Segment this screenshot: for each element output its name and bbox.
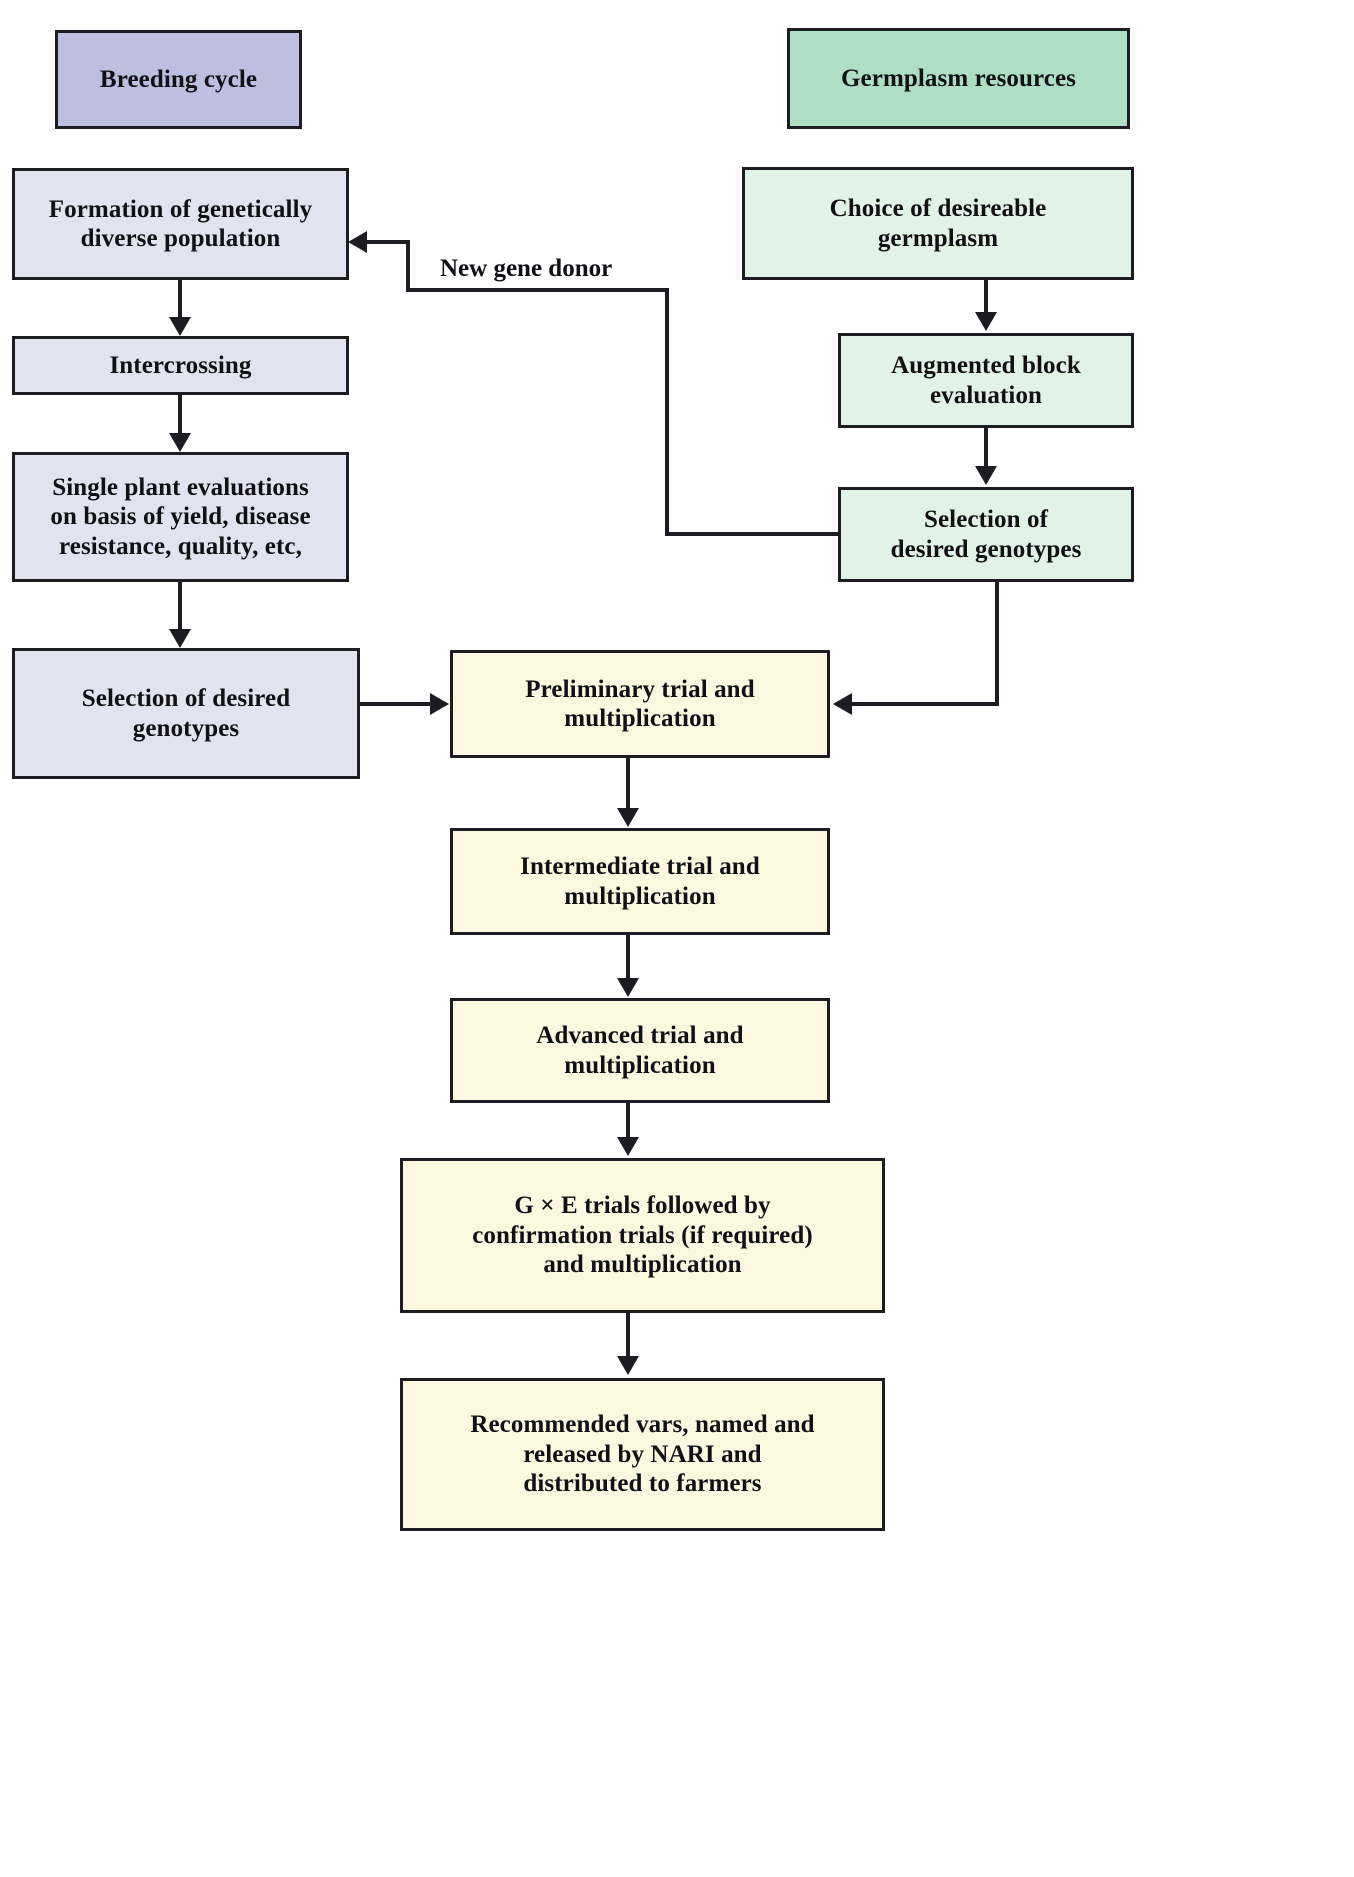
header-breeding-cycle-label: Breeding cycle [99, 65, 258, 93]
node-gxe-line1: G × E trials followed by [514, 1192, 771, 1220]
arrowhead-choice-to-augmented [975, 312, 997, 331]
node-intermediate-line2: multiplication [564, 882, 716, 910]
connector-advanced-to-gxe [626, 1103, 630, 1139]
node-preliminary-line2: multiplication [564, 705, 716, 732]
node-advanced-line1: Advanced trial and [536, 1022, 744, 1049]
node-choice-line2: germplasm [877, 224, 999, 252]
node-gxe-trials: G × E trials followed by confirmation tr… [400, 1158, 885, 1313]
node-preliminary-trial-and-multiplication: Preliminary trial and multiplication [450, 650, 830, 758]
connector-preliminary-to-intermediate [626, 758, 630, 811]
node-gxe-line2: confirmation trials (if required) [472, 1221, 813, 1249]
node-augmented-line2: evaluation [929, 381, 1043, 409]
connector-new-gene-donor-segment-vertical [665, 288, 669, 536]
node-augmented-block-evaluation: Augmented block evaluation [838, 333, 1134, 428]
node-selection-right-line1: Selection of [923, 506, 1049, 533]
arrowhead-new-gene-donor [348, 231, 367, 253]
edge-label-new-gene-donor: New gene donor [440, 255, 613, 282]
node-gxe-line3: and multiplication [543, 1251, 742, 1279]
node-preliminary-line1: Preliminary trial and [525, 675, 755, 703]
connector-new-gene-donor-segment-top [406, 288, 669, 292]
arrowhead-augmented-to-selection-right [975, 466, 997, 485]
node-selection-right-line2: desired genotypes [890, 535, 1082, 563]
connector-gxe-to-recommended [626, 1313, 630, 1358]
node-single-plant-line2: on basis of yield, disease [50, 503, 311, 531]
node-choice-of-desireable-germplasm: Choice of desireable germplasm [742, 167, 1134, 280]
arrowhead-intercrossing-to-single-plant [169, 433, 191, 452]
connector-selection-left-to-preliminary [360, 702, 432, 706]
connector-intercrossing-to-single-plant [178, 395, 182, 435]
connector-choice-to-augmented [984, 280, 988, 314]
arrowhead-preliminary-to-intermediate [617, 808, 639, 827]
node-selection-left-line2: genotypes [132, 714, 240, 742]
node-intermediate-line1: Intermediate trial and [520, 853, 760, 880]
node-selection-of-desired-genotypes-left: Selection of desired genotypes [12, 648, 360, 779]
node-intercrossing: Intercrossing [12, 336, 349, 395]
node-augmented-line1: Augmented block [891, 352, 1081, 379]
node-recommended-vars: Recommended vars, named and released by … [400, 1378, 885, 1531]
connector-selection-right-to-preliminary [851, 702, 999, 706]
connector-selection-right-down [995, 582, 999, 704]
connector-intermediate-to-advanced [626, 935, 630, 980]
arrowhead-intermediate-to-advanced [617, 978, 639, 997]
node-formation-line2: diverse population [80, 225, 281, 252]
arrowhead-formation-to-intercrossing [169, 317, 191, 336]
node-single-plant-line3: resistance, quality, etc, [59, 532, 302, 560]
node-recommended-line1: Recommended vars, named and [470, 1411, 815, 1439]
connector-formation-to-intercrossing [178, 280, 182, 320]
node-recommended-line2: released by NARI and [523, 1440, 762, 1468]
node-formation-of-genetically-diverse-population: Formation of genetically diverse populat… [12, 168, 349, 280]
node-advanced-line2: multiplication [564, 1051, 716, 1079]
node-selection-of-desired-genotypes-right: Selection of desired genotypes [838, 487, 1134, 582]
node-single-plant-evaluations: Single plant evaluations on basis of yie… [12, 452, 349, 582]
node-formation-line1: Formation of genetically [48, 195, 313, 223]
node-choice-line1: Choice of desireable [829, 195, 1047, 222]
connector-single-plant-to-selection-left [178, 582, 182, 632]
header-germplasm-resources: Germplasm resources [787, 28, 1130, 129]
arrowhead-advanced-to-gxe [617, 1137, 639, 1156]
arrowhead-single-plant-to-selection-left [169, 629, 191, 648]
arrowhead-gxe-to-recommended [617, 1356, 639, 1375]
connector-augmented-to-selection-right [984, 428, 988, 468]
connector-new-gene-donor-segment-right [665, 532, 840, 536]
arrowhead-selection-right-to-preliminary [833, 693, 852, 715]
node-advanced-trial-and-multiplication: Advanced trial and multiplication [450, 998, 830, 1103]
node-intercrossing-label: Intercrossing [109, 351, 252, 379]
node-intermediate-trial-and-multiplication: Intermediate trial and multiplication [450, 828, 830, 935]
header-germplasm-resources-label: Germplasm resources [841, 64, 1076, 92]
header-breeding-cycle: Breeding cycle [55, 30, 302, 129]
arrowhead-selection-left-to-preliminary [430, 693, 449, 715]
node-selection-left-line1: Selection of desired [81, 685, 291, 712]
connector-new-gene-donor-segment-riser [406, 240, 410, 292]
node-single-plant-line1: Single plant evaluations [52, 473, 309, 501]
node-recommended-line3: distributed to farmers [523, 1470, 762, 1498]
connector-new-gene-donor-segment-left [366, 240, 410, 244]
